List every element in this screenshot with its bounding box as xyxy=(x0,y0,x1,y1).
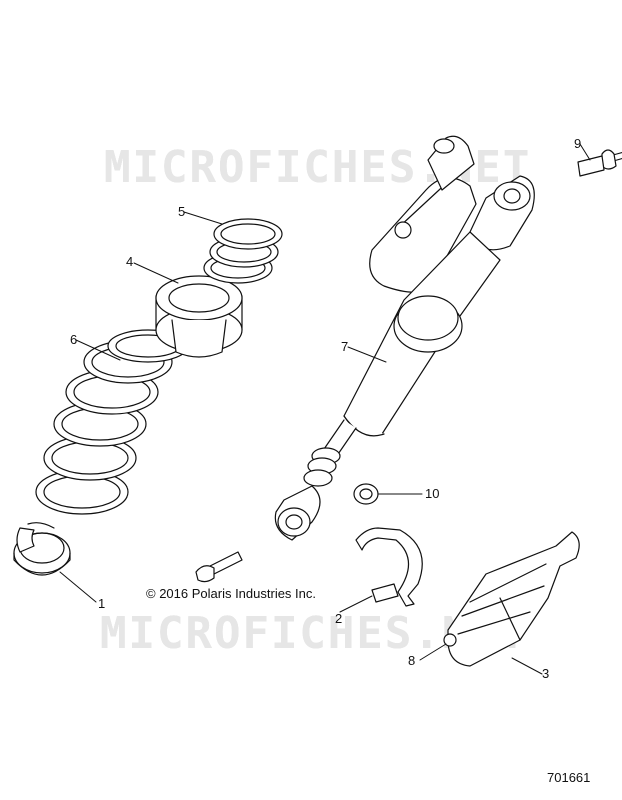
callout-1: 1 xyxy=(98,596,106,611)
part-7-shock-absorber xyxy=(274,135,535,541)
part-1-spring-seat xyxy=(13,522,71,576)
part-5-tender-spring xyxy=(203,218,283,284)
part-10-nut xyxy=(353,483,379,505)
leader-lines xyxy=(59,143,591,675)
part-4-spring-seat xyxy=(155,275,243,358)
callout-8: 8 xyxy=(408,653,416,668)
callout-5: 5 xyxy=(178,204,186,219)
callout-6: 6 xyxy=(70,332,78,347)
part-3-guard xyxy=(447,531,580,667)
bolt-lower xyxy=(195,551,243,583)
callout-4: 4 xyxy=(126,254,134,269)
callout-2: 2 xyxy=(335,611,343,626)
callout-10: 10 xyxy=(425,486,440,501)
part-6-main-spring xyxy=(35,329,189,515)
part-2-clamp xyxy=(355,527,423,607)
part-8-nut xyxy=(443,633,457,647)
copyright-notice: © 2016 Polaris Industries Inc. xyxy=(146,586,316,601)
document-number: 701661 xyxy=(547,770,591,785)
part-9-bolt xyxy=(577,149,622,177)
callout-3: 3 xyxy=(542,666,550,681)
callout-7: 7 xyxy=(341,339,349,354)
callout-9: 9 xyxy=(574,136,582,151)
